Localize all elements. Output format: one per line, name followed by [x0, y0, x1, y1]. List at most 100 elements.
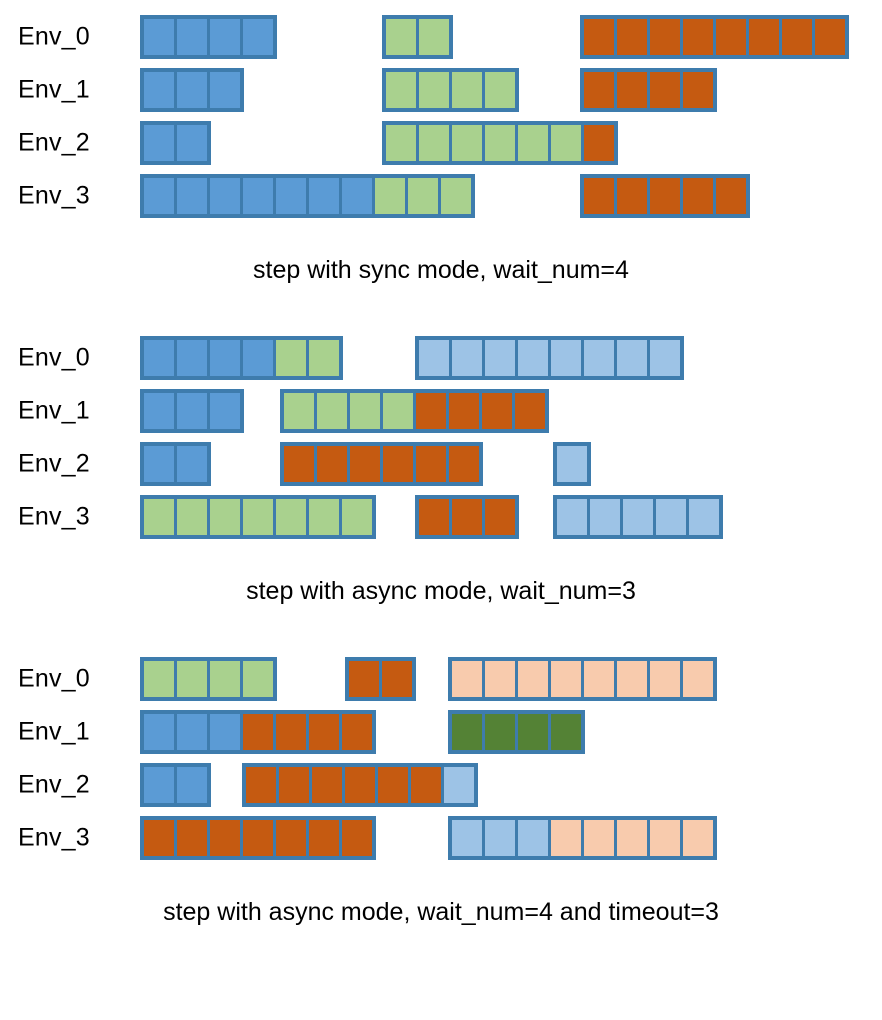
cell-green — [177, 498, 207, 535]
cell-orange — [449, 445, 479, 482]
cell-green — [386, 124, 416, 161]
cell-light-blue — [590, 498, 620, 535]
row-label-env_1: Env_1 — [18, 717, 90, 745]
cell-orange — [383, 445, 413, 482]
row-label-env_3: Env_3 — [18, 181, 90, 209]
cell-light-blue — [485, 819, 515, 856]
cell-group — [580, 67, 717, 112]
cell-orange — [485, 498, 515, 535]
row-label-env_3: Env_3 — [18, 502, 90, 530]
cell-orange — [317, 445, 347, 482]
cell-orange — [815, 18, 845, 55]
cell-group — [448, 815, 717, 860]
cell-orange — [210, 819, 240, 856]
row-label-env_2: Env_2 — [18, 449, 90, 477]
cell-orange — [419, 498, 449, 535]
timeline-row: Env_2 — [0, 116, 882, 169]
cell-light-blue — [557, 498, 587, 535]
cell-group — [553, 441, 591, 486]
cell-light-blue — [518, 819, 548, 856]
cell-group — [140, 441, 211, 486]
cell-group — [140, 656, 277, 701]
cell-orange — [276, 819, 306, 856]
cell-peach — [650, 660, 680, 697]
cell-green — [144, 660, 174, 697]
cell-blue — [177, 124, 207, 161]
cell-group — [580, 173, 750, 218]
panel-caption: step with async mode, wait_num=3 — [246, 577, 636, 605]
cell-peach — [452, 660, 482, 697]
cell-orange — [782, 18, 812, 55]
cell-group — [415, 335, 684, 380]
cell-green — [441, 177, 471, 214]
cell-orange — [350, 445, 380, 482]
cell-orange — [378, 766, 408, 803]
cell-dark-green — [551, 713, 581, 750]
timeline-row: Env_2 — [0, 758, 882, 811]
cell-orange — [749, 18, 779, 55]
cell-blue — [243, 18, 273, 55]
cell-dark-green — [518, 713, 548, 750]
cell-peach — [551, 819, 581, 856]
cell-orange — [683, 177, 713, 214]
cell-peach — [485, 660, 515, 697]
cell-green — [419, 124, 449, 161]
cell-orange — [683, 18, 713, 55]
cell-orange — [177, 819, 207, 856]
cell-group — [448, 656, 717, 701]
cell-light-blue — [689, 498, 719, 535]
panel-caption: step with async mode, wait_num=4 and tim… — [163, 898, 719, 926]
cell-blue — [342, 177, 372, 214]
cell-peach — [683, 819, 713, 856]
cell-blue — [243, 339, 273, 376]
cell-orange — [716, 177, 746, 214]
cell-group — [382, 14, 453, 59]
cell-group — [140, 815, 376, 860]
cell-green — [144, 498, 174, 535]
cell-green — [386, 71, 416, 108]
row-label-env_0: Env_0 — [18, 343, 90, 371]
cell-blue — [210, 71, 240, 108]
cell-peach — [617, 660, 647, 697]
cell-light-blue — [656, 498, 686, 535]
row-label-env_1: Env_1 — [18, 396, 90, 424]
cell-blue — [144, 18, 174, 55]
cell-green — [342, 498, 372, 535]
cell-group — [382, 67, 519, 112]
cell-green — [485, 124, 515, 161]
cell-orange — [482, 392, 512, 429]
cell-group — [280, 441, 483, 486]
cell-group — [580, 14, 849, 59]
timeline-row: Env_3 — [0, 169, 882, 222]
cell-green — [177, 660, 207, 697]
cell-peach — [650, 819, 680, 856]
cell-group — [345, 656, 416, 701]
cell-green — [386, 18, 416, 55]
cell-green — [276, 498, 306, 535]
cell-peach — [518, 660, 548, 697]
cell-blue — [210, 713, 240, 750]
cell-orange — [716, 18, 746, 55]
cell-orange — [342, 819, 372, 856]
cell-blue — [144, 445, 174, 482]
cell-orange — [342, 713, 372, 750]
cell-orange — [416, 445, 446, 482]
timeline-row: Env_3 — [0, 490, 882, 543]
cell-green — [210, 660, 240, 697]
cell-orange — [650, 71, 680, 108]
cell-peach — [617, 819, 647, 856]
cell-green — [518, 124, 548, 161]
cell-blue — [144, 177, 174, 214]
timeline-row: Env_0 — [0, 331, 882, 384]
cell-light-blue — [485, 339, 515, 376]
cell-light-blue — [623, 498, 653, 535]
cell-orange — [617, 177, 647, 214]
cell-orange — [382, 660, 412, 697]
timeline-row: Env_0 — [0, 652, 882, 705]
row-label-env_2: Env_2 — [18, 128, 90, 156]
cell-blue — [177, 18, 207, 55]
cell-group — [382, 120, 618, 165]
cell-orange — [683, 71, 713, 108]
cell-green — [419, 18, 449, 55]
